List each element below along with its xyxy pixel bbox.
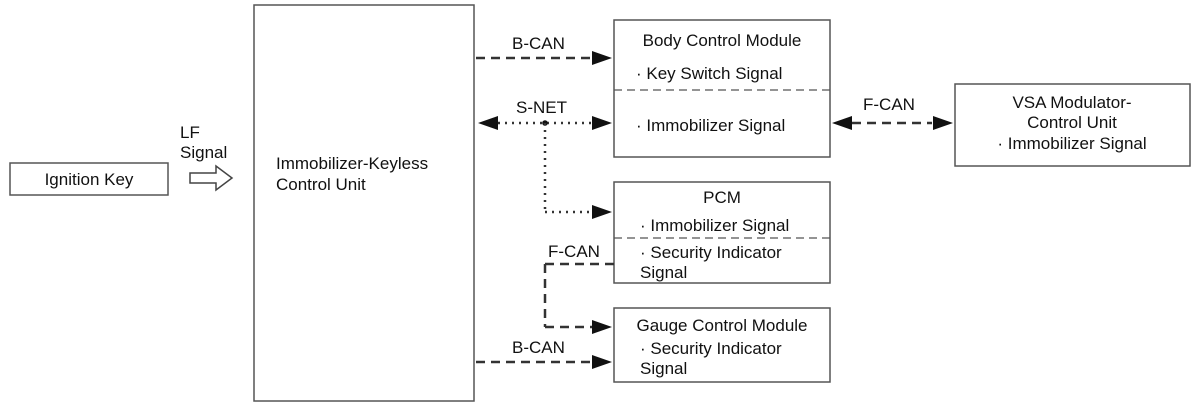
arrowhead-icon [592,205,612,219]
bcm-title: Body Control Module [643,31,802,50]
f-can-left-connection: F-CAN [543,242,614,334]
arrowhead-icon [592,116,612,130]
arrowhead-icon [832,116,852,130]
lf-signal-arrow-icon [189,164,234,192]
arrowhead-icon [478,116,498,130]
pcm-immobilizer-signal: · Immobilizer Signal [640,216,789,235]
gauge-security-indicator-line1: · Security Indicator [640,339,782,358]
gauge-title: Gauge Control Module [636,316,807,335]
arrowhead-icon [592,320,612,334]
vsa-immobilizer-signal: · Immobilizer Signal [997,134,1146,153]
pcm-security-indicator-line1: · Security Indicator [640,243,782,262]
f-can-left-label: F-CAN [548,242,600,261]
bcm-immobilizer-signal: · Immobilizer Signal [636,116,785,135]
arrowhead-icon [592,51,612,65]
ignition-key-label: Ignition Key [45,170,134,189]
vsa-modulator-control-unit-box: VSA Modulator- Control Unit · Immobilize… [954,83,1191,167]
f-can-right-label: F-CAN [863,95,915,114]
b-can-bottom-connection: B-CAN [476,338,612,369]
lf-signal-line2: Signal [180,143,227,162]
f-can-right-connection: F-CAN [832,95,953,130]
bcm-key-switch-signal: · Key Switch Signal [636,64,782,83]
b-can-top-label: B-CAN [512,34,565,53]
lf-signal: LF Signal [180,123,234,192]
lf-signal-line1: LF [180,123,200,142]
gauge-security-indicator-line2: Signal [640,359,687,378]
pcm-security-indicator-line2: Signal [640,263,687,282]
pcm-box: PCM · Immobilizer Signal · Security Indi… [613,181,831,284]
arrowhead-icon [592,355,612,369]
b-can-bottom-label: B-CAN [512,338,565,357]
vsa-line2: Control Unit [1027,113,1117,132]
gauge-control-module-box: Gauge Control Module · Security Indicato… [613,307,831,383]
vsa-line1: VSA Modulator- [1012,93,1131,112]
body-control-module-box: Body Control Module · Key Switch Signal … [613,19,831,158]
s-net-connection: S-NET [478,98,612,219]
immobilizer-keyless-control-unit-box: Immobilizer-Keyless Control Unit [253,4,475,402]
arrowhead-icon [933,116,953,130]
s-net-label: S-NET [516,98,567,117]
b-can-top-connection: B-CAN [476,34,612,65]
immobilizer-unit-line2: Control Unit [276,175,366,194]
immobilizer-unit-line1: Immobilizer-Keyless [276,154,428,173]
pcm-title: PCM [703,188,741,207]
ignition-key-box: Ignition Key [9,162,169,196]
